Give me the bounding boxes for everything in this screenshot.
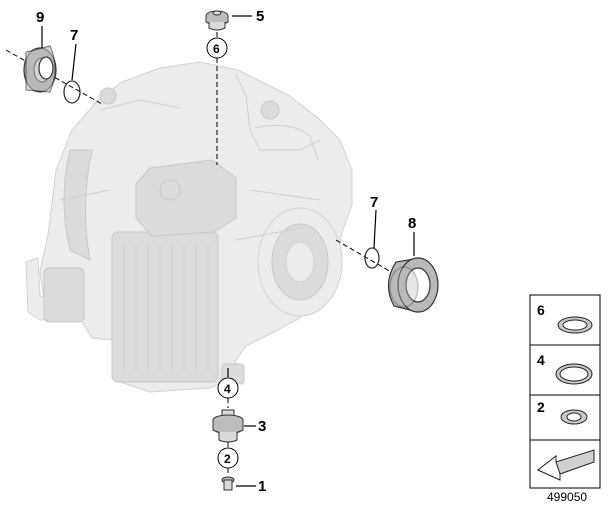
- repair-kit-panel: 6 4 2: [529, 294, 601, 489]
- callout-5: 5: [256, 8, 264, 25]
- callout-7-left: 7: [70, 27, 78, 44]
- callout-3: 3: [258, 418, 266, 435]
- callout-8: 8: [408, 215, 416, 232]
- o-ring-7-right: [364, 247, 380, 269]
- o-ring-icon: [555, 363, 593, 385]
- guide-line-8: [335, 239, 399, 277]
- o-ring-icon: [557, 316, 593, 334]
- callout-6: 6: [213, 42, 220, 56]
- o-ring-icon: [560, 409, 588, 425]
- panel-label-6: 6: [537, 302, 545, 318]
- transmission-housing-illustration: [25, 61, 353, 393]
- leader-line-7-right: [373, 209, 377, 249]
- callout-4: 4: [224, 382, 231, 396]
- shaft-seal-9: [5, 45, 103, 105]
- callout-9: 9: [36, 9, 44, 26]
- arrow-down-left-icon: [537, 449, 595, 481]
- shaft-seal-8: [387, 257, 439, 313]
- callout-7-right: 7: [370, 194, 378, 211]
- screw-plug-5: [205, 10, 229, 31]
- callout-1: 1: [258, 478, 266, 495]
- oil-pan-ribs: [123, 245, 209, 372]
- panel-label-4: 4: [537, 352, 545, 368]
- o-ring-7-left: [63, 80, 81, 104]
- screw-1: [221, 476, 235, 491]
- screw-plug-3: [212, 409, 244, 443]
- panel-label-2: 2: [537, 399, 545, 415]
- leader-line-7-left: [71, 43, 77, 81]
- callout-2: 2: [224, 452, 231, 466]
- document-number: 499050: [547, 490, 587, 504]
